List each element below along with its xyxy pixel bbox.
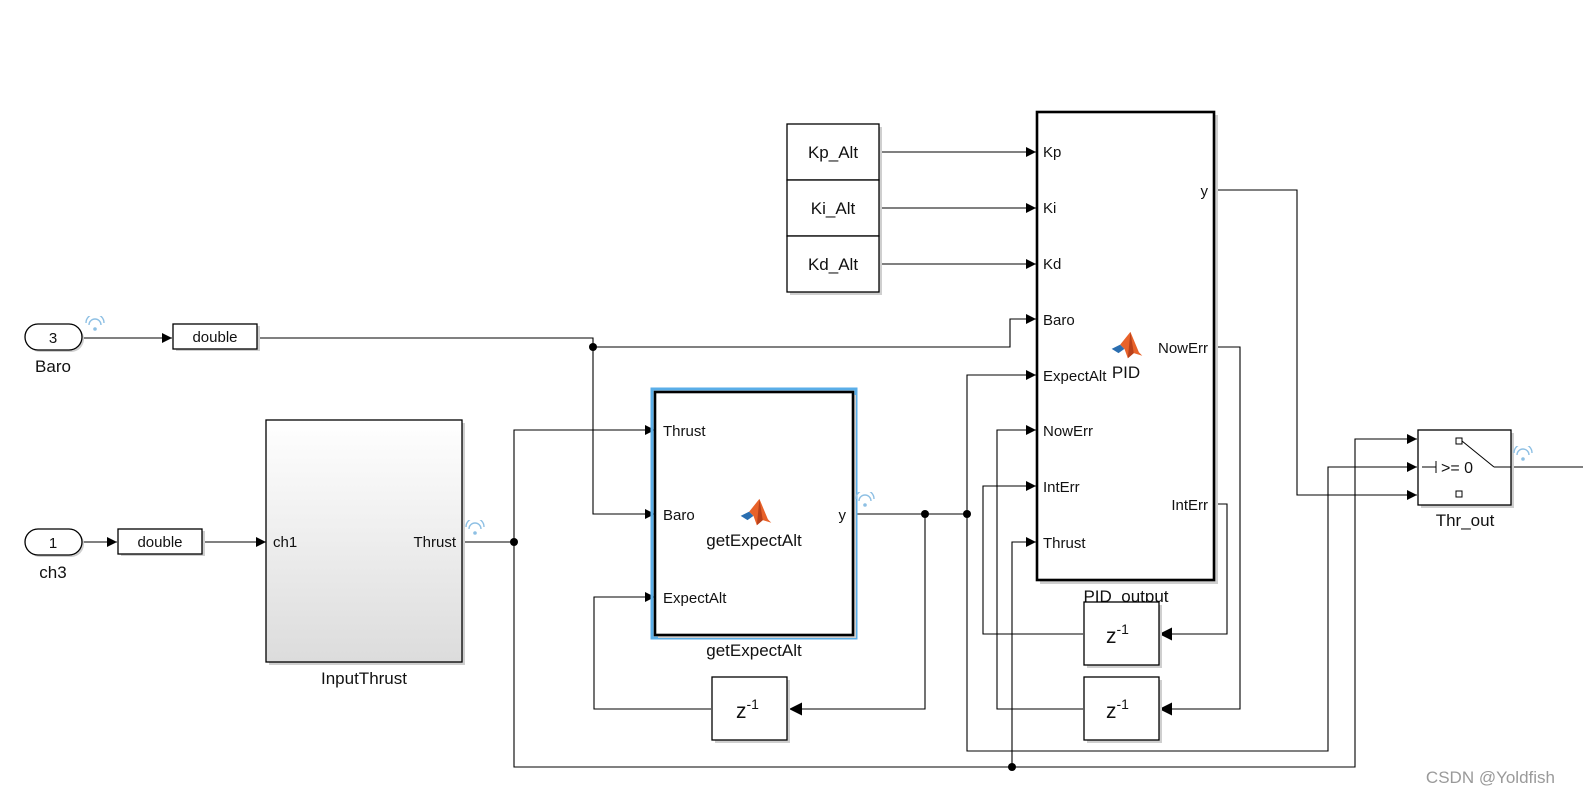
wire-thrust-to-pid[interactable] — [1011, 537, 1036, 767]
signal-lines — [82, 147, 1583, 771]
port-label-expectalt: ExpectAlt — [663, 590, 727, 607]
unit-delay-expectalt[interactable]: z-1 — [711, 676, 790, 743]
function-name: PID — [1112, 363, 1140, 382]
converter-label: double — [192, 329, 237, 346]
wire-pid-y-to-switch[interactable] — [1214, 189, 1417, 500]
inport-number: 1 — [49, 535, 57, 552]
port-label-expectalt: ExpectAlt — [1043, 368, 1107, 385]
block-name: getExpectAlt — [706, 641, 802, 660]
wire-nowerr-to-delay[interactable] — [1159, 346, 1241, 716]
junction-dot — [963, 510, 971, 518]
wire-delay1-to-expectalt[interactable] — [593, 592, 711, 710]
wire-y-to-pid-expectalt[interactable] — [966, 370, 1036, 514]
inport-label: ch3 — [39, 563, 66, 582]
wire-baro-to-pid[interactable] — [258, 314, 1036, 348]
port-label-nowerr: NowErr — [1043, 423, 1093, 440]
inport-ch3[interactable]: 1 ch3 — [24, 528, 84, 582]
delay-label: z-1 — [736, 696, 759, 723]
wire-thrust-to-getexpectalt[interactable] — [513, 425, 655, 542]
port-label-interr-out: IntErr — [1171, 497, 1208, 514]
port-label-baro: Baro — [663, 507, 695, 524]
inport-number: 3 — [49, 330, 57, 347]
port-label-thrust: Thrust — [1043, 535, 1086, 552]
switch-contact — [1455, 490, 1463, 498]
wire-interr-to-delay[interactable] — [1159, 503, 1228, 641]
converter-label: double — [137, 534, 182, 551]
inport-baro[interactable]: 3 Baro — [24, 314, 105, 376]
junction-dot — [589, 343, 597, 351]
function-name: getExpectAlt — [706, 531, 802, 550]
signal-log-icon — [465, 520, 485, 536]
junction-dot — [921, 510, 929, 518]
wire-y-to-delay1[interactable] — [789, 514, 926, 716]
signal-log-icon — [855, 492, 875, 508]
port-label-interr: IntErr — [1043, 479, 1080, 496]
block-name: Thr_out — [1436, 511, 1495, 530]
signal-log-icon — [1513, 446, 1533, 462]
unit-delay-interr[interactable]: z-1 — [1083, 601, 1162, 668]
wire-thrust-to-switch[interactable] — [513, 434, 1417, 768]
switch-contact — [1455, 437, 1463, 445]
inputthrust-subsystem[interactable]: ch1 Thrust InputThrust — [265, 419, 485, 688]
constant-ki-alt[interactable]: Ki_Alt — [786, 179, 882, 239]
port-label-ki: Ki — [1043, 200, 1056, 217]
port-label-kd: Kd — [1043, 256, 1061, 273]
port-label-y: y — [1201, 183, 1209, 200]
port-label-nowerr-out: NowErr — [1158, 340, 1208, 357]
watermark: CSDN @Yoldfish — [1425, 768, 1555, 787]
switch-criteria: >= 0 — [1441, 460, 1473, 477]
port-label-ch1: ch1 — [273, 534, 297, 551]
constant-label: Kd_Alt — [808, 255, 858, 274]
signal-log-icon — [85, 316, 105, 332]
getexpectalt-function-block[interactable]: Thrust Baro ExpectAlt y getExpectAlt get… — [650, 387, 875, 660]
junction-dot — [510, 538, 518, 546]
port-label-kp: Kp — [1043, 144, 1061, 161]
wire-baro-to-getexpectalt[interactable] — [592, 347, 655, 519]
constant-kd-alt[interactable]: Kd_Alt — [786, 235, 882, 295]
wire-delay-to-nowerr[interactable] — [996, 425, 1083, 710]
wire-delay-to-interr[interactable] — [982, 481, 1083, 635]
double-converter-baro[interactable]: double — [172, 323, 260, 351]
inport-label: Baro — [35, 357, 71, 376]
pid-output-function-block[interactable]: Kp Ki Kd Baro ExpectAlt NowErr IntErr Th… — [1035, 110, 1218, 606]
double-converter-ch3[interactable]: double — [117, 528, 205, 556]
block-name: PID_output — [1083, 587, 1168, 606]
switch-lever — [1461, 440, 1495, 468]
constant-kp-alt[interactable]: Kp_Alt — [786, 123, 882, 183]
unit-delay-nowerr[interactable]: z-1 — [1083, 676, 1162, 743]
delay-label: z-1 — [1106, 621, 1129, 648]
port-label-thrust: Thrust — [663, 423, 706, 440]
port-label-baro: Baro — [1043, 312, 1075, 329]
junction-dot — [1008, 763, 1016, 771]
block-name: InputThrust — [321, 669, 407, 688]
constant-label: Kp_Alt — [808, 143, 858, 162]
switch-thr-out[interactable]: >= 0 Thr_out — [1417, 429, 1533, 530]
wire-y-to-switch[interactable] — [966, 462, 1417, 752]
delay-label: z-1 — [1106, 696, 1129, 723]
constant-label: Ki_Alt — [811, 199, 856, 218]
port-label-y: y — [839, 507, 847, 524]
port-label-thrust: Thrust — [413, 534, 456, 551]
